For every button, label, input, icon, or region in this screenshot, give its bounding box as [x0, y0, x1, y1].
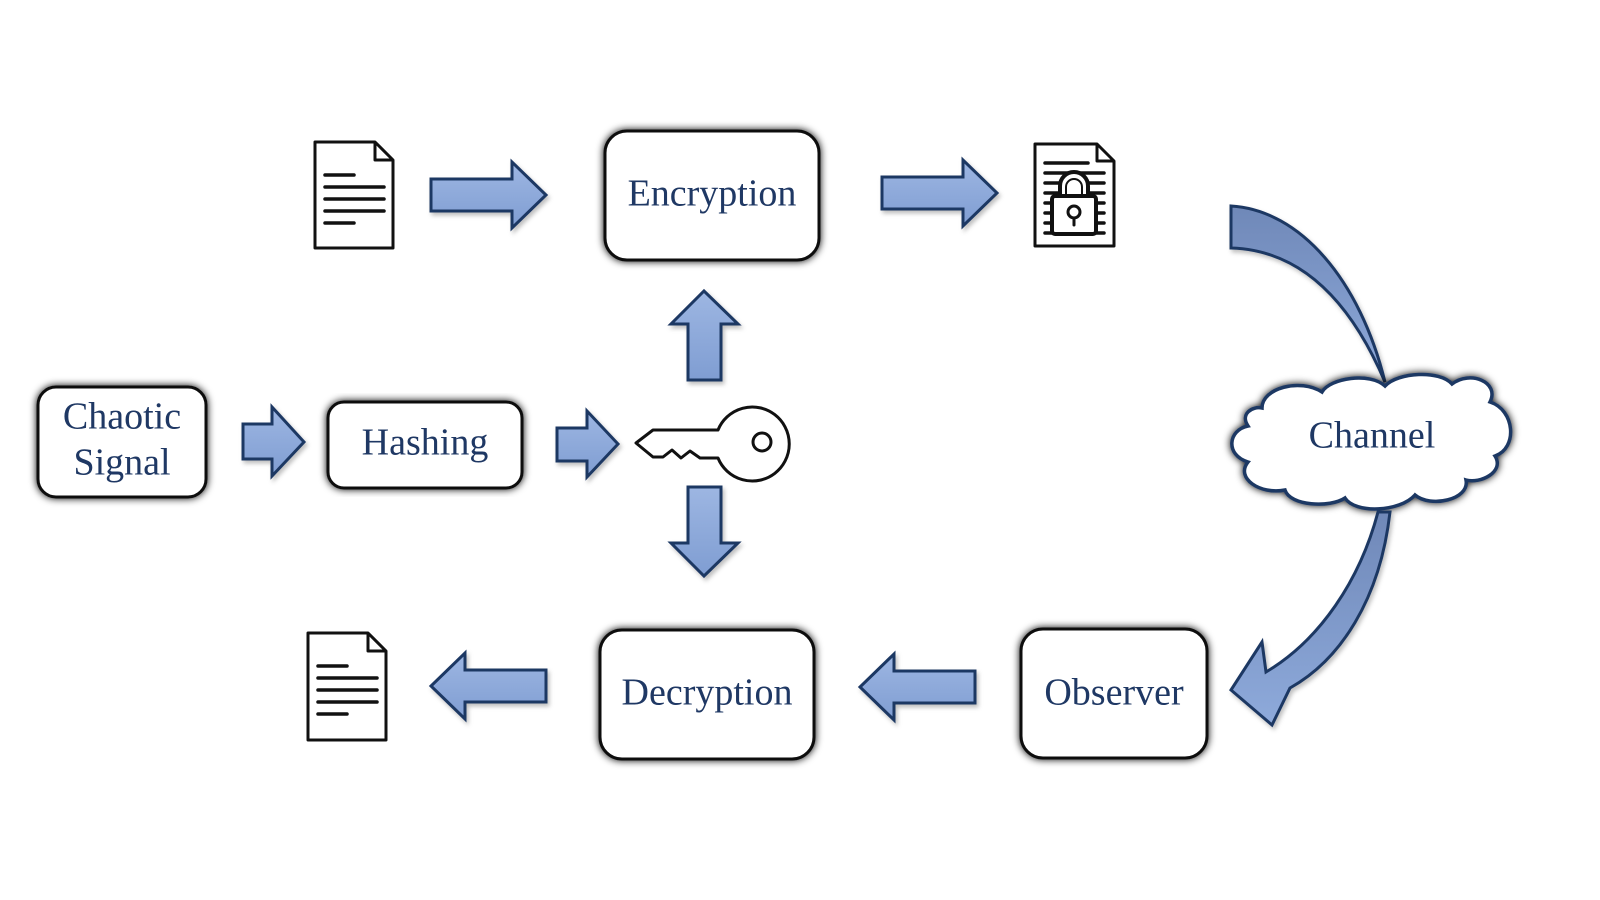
decryption-label: Decryption — [622, 672, 793, 714]
encryption-node: Encryption — [603, 129, 821, 262]
chaotic-signal-node: Chaotic Signal — [36, 385, 208, 499]
arrow-ciphertext-to-channel — [1229, 204, 1387, 383]
chaotic-signal-label-line1: Chaotic — [63, 396, 181, 438]
hashing-label: Hashing — [362, 422, 489, 464]
arrow-key-to-encryption — [667, 288, 742, 382]
arrow-chaotic-to-hashing — [241, 403, 307, 480]
plaintext-input-document-icon — [313, 140, 395, 250]
chaotic-signal-label-line2: Signal — [73, 442, 170, 484]
arrow-key-to-decryption — [667, 485, 742, 579]
arrow-decryption-to-plaintext — [428, 649, 548, 723]
arrow-channel-to-observer — [1229, 510, 1392, 728]
observer-node: Observer — [1019, 627, 1209, 760]
encryption-label: Encryption — [628, 173, 797, 215]
arrow-observer-to-decryption — [857, 650, 977, 724]
channel-label: Channel — [1309, 415, 1436, 457]
observer-label: Observer — [1044, 672, 1184, 714]
key-icon — [634, 405, 791, 483]
decryption-node: Decryption — [598, 628, 816, 761]
locked-document-icon — [1033, 142, 1116, 248]
channel-node: Channel — [1230, 372, 1513, 511]
arrow-encryption-to-ciphertext — [880, 156, 1000, 230]
hashing-node: Hashing — [326, 400, 524, 490]
plaintext-output-document-icon — [306, 631, 388, 742]
cloud-icon — [1230, 372, 1513, 511]
arrow-hashing-to-key — [555, 407, 621, 481]
arrow-plaintext-to-encryption — [429, 158, 549, 232]
